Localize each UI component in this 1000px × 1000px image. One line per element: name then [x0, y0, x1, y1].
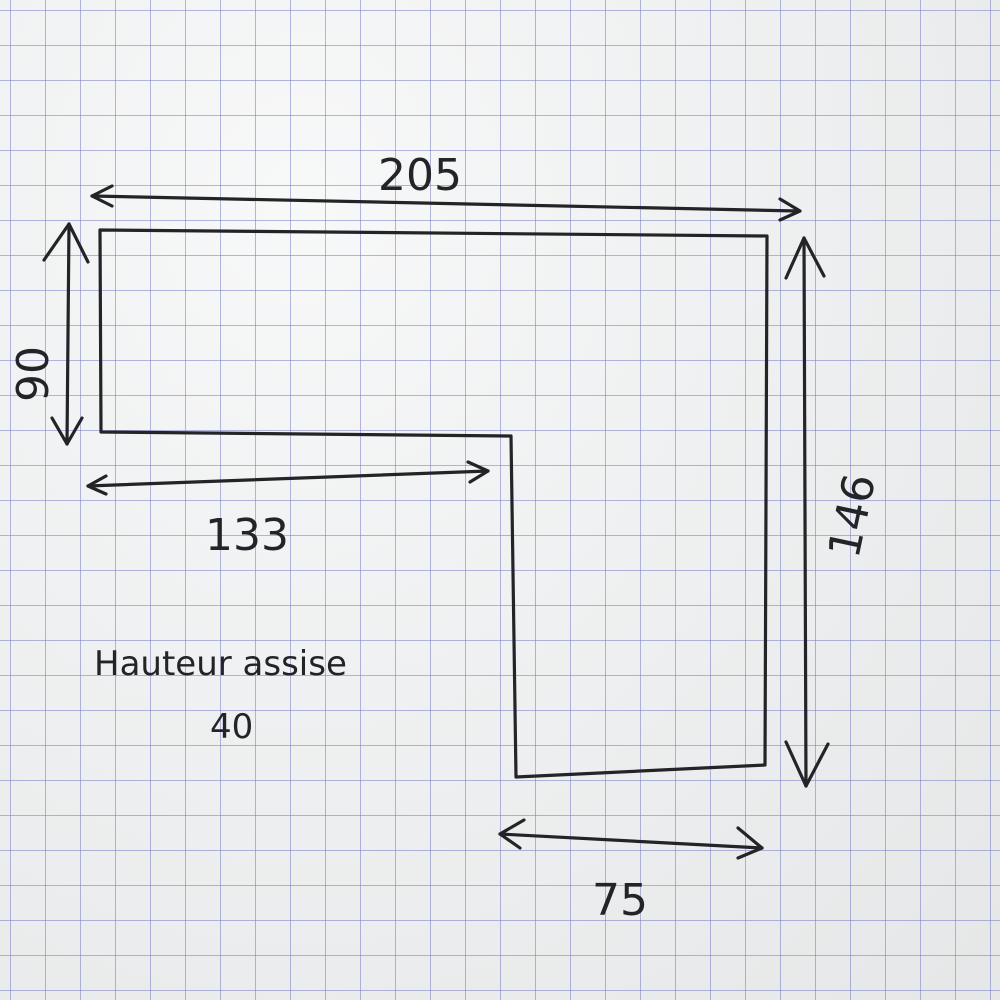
dimension-arrow-top — [90, 184, 802, 222]
sofa-outline — [98, 228, 769, 779]
label-bottom-width: 75 — [592, 875, 648, 926]
dimension-arrow-right — [784, 236, 830, 788]
dimension-arrow-inner — [86, 460, 490, 496]
label-right-length: 146 — [819, 470, 886, 563]
dimension-arrow-bottom — [498, 818, 764, 860]
note-seat-height-label: Hauteur assise — [94, 644, 347, 684]
dimension-arrow-left — [42, 222, 90, 446]
label-inner-length: 133 — [205, 510, 289, 561]
label-left-depth: 90 — [8, 346, 59, 402]
note-seat-height-value: 40 — [210, 707, 253, 747]
label-top-width: 205 — [378, 150, 462, 201]
